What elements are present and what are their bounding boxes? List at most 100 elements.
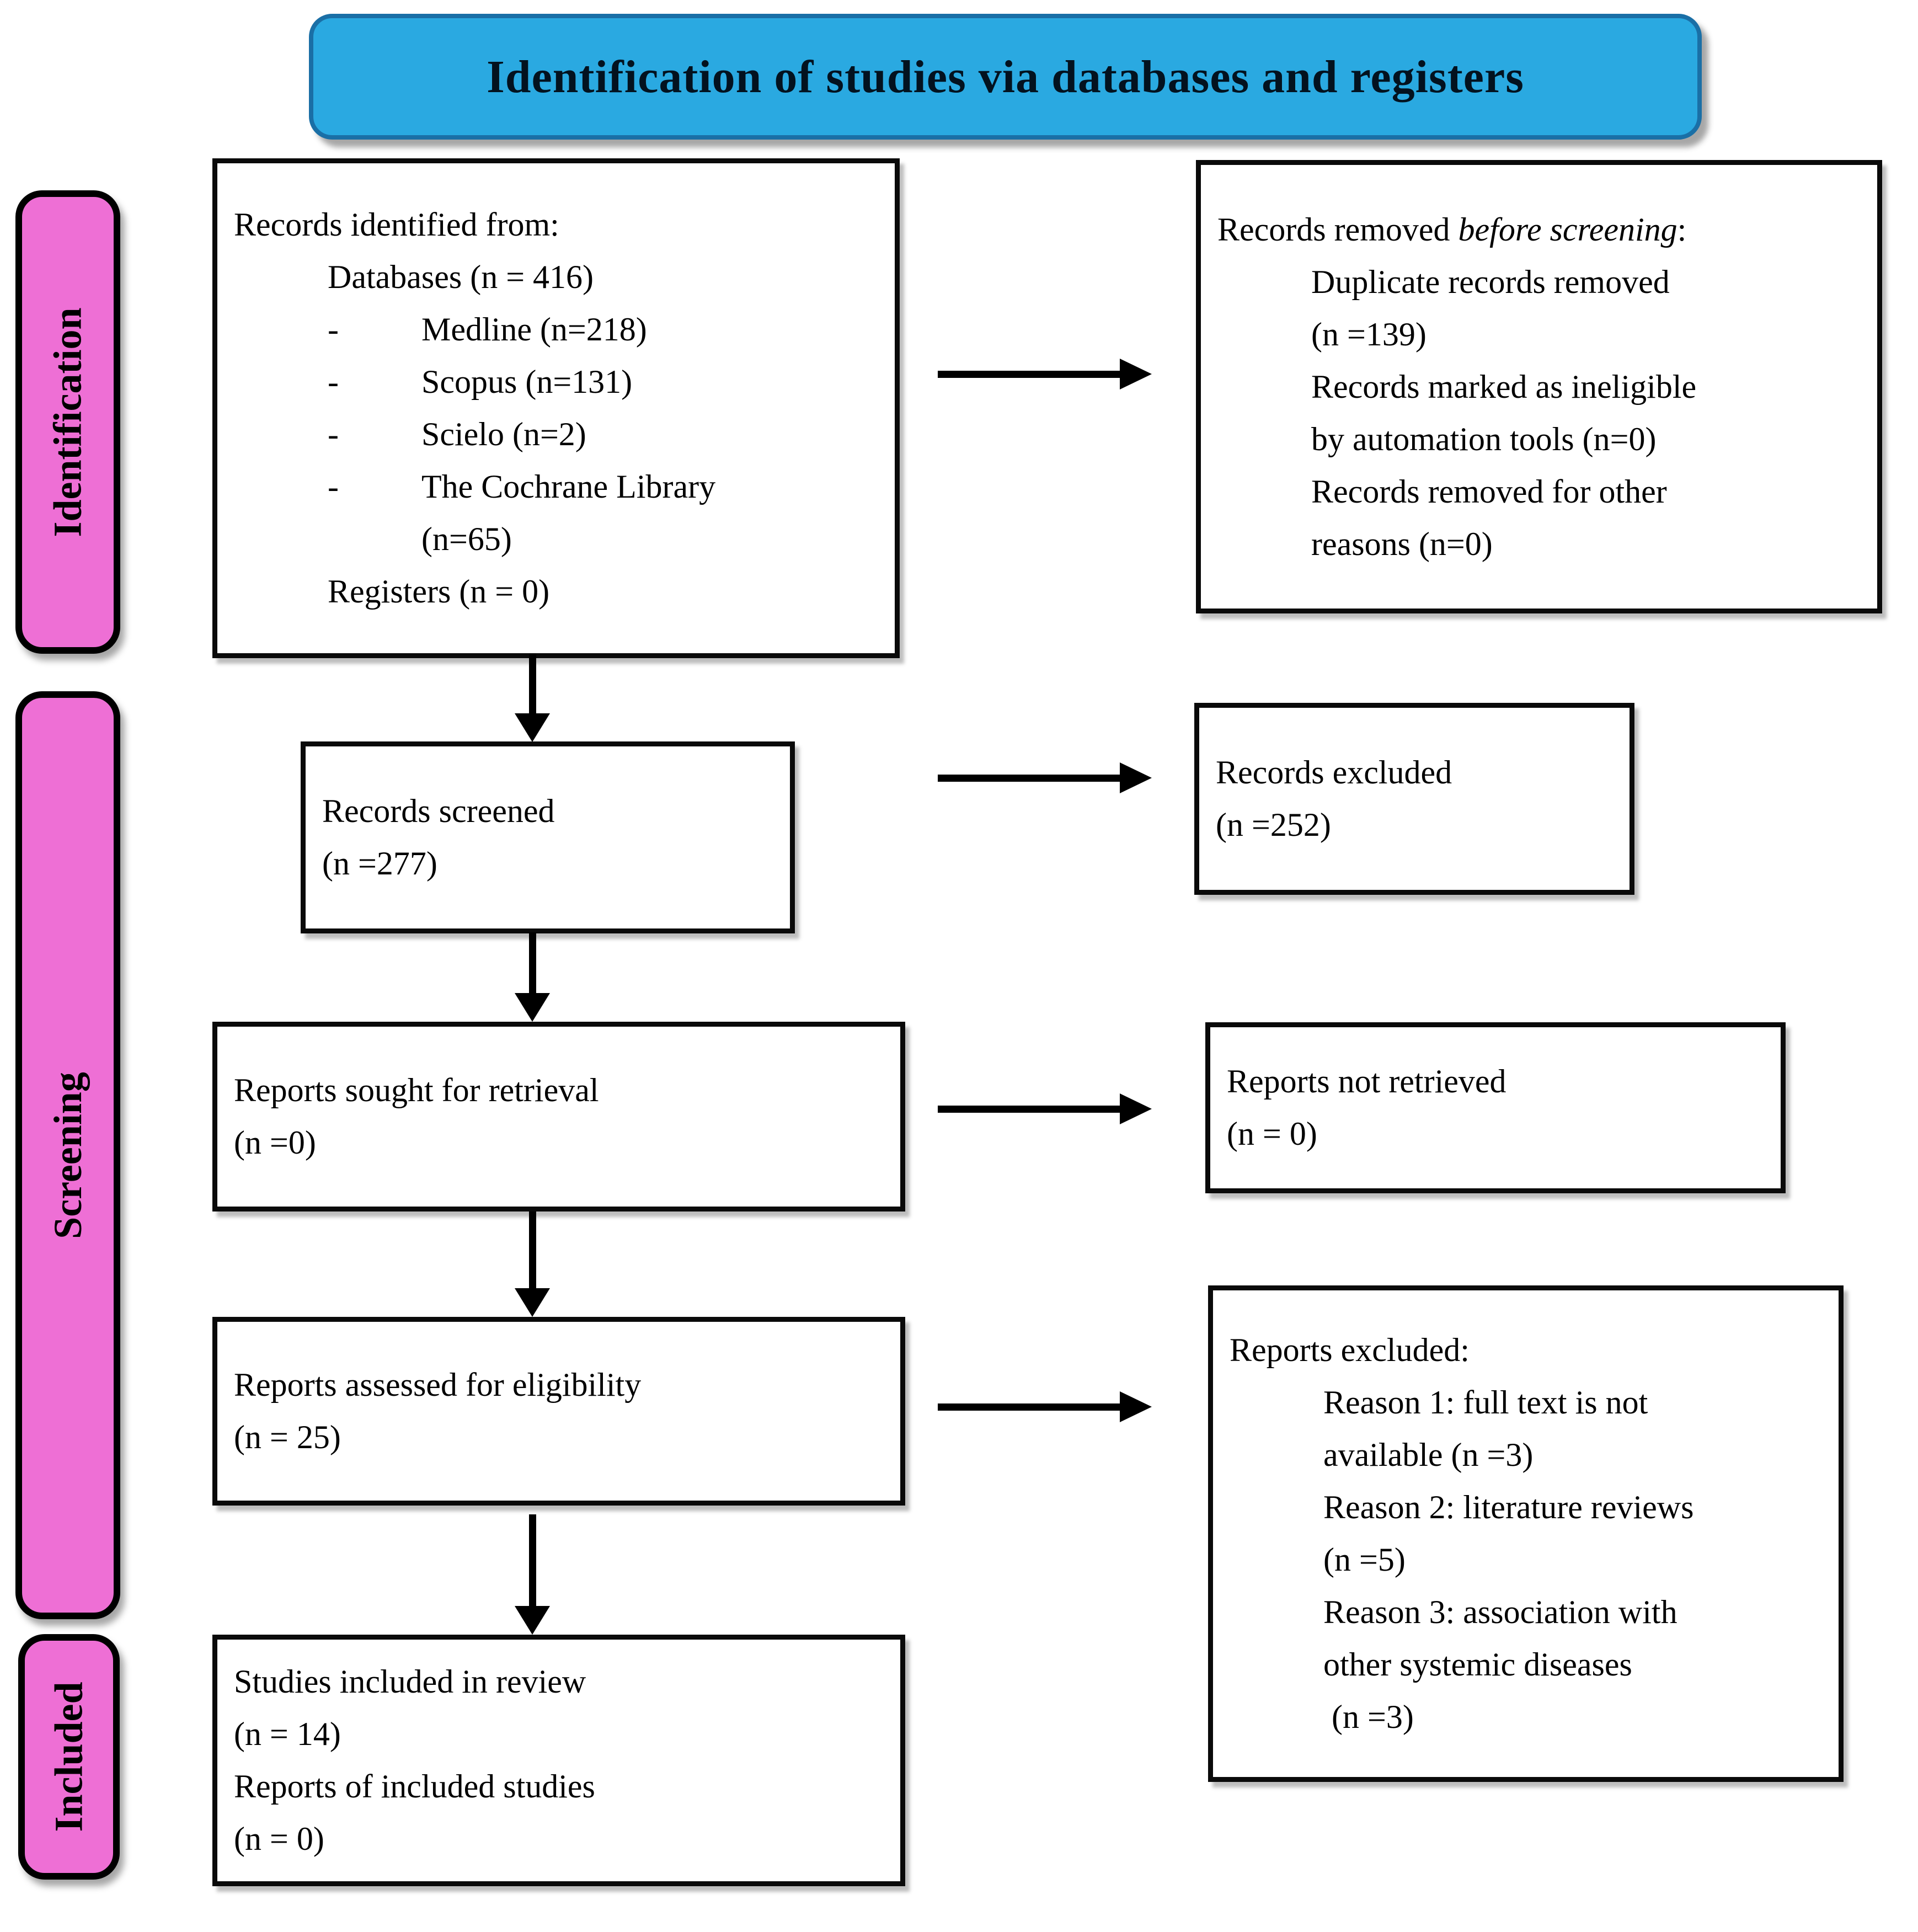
box-text-segment: Reports not retrieved bbox=[1227, 1063, 1506, 1100]
box-text-line: (n =5) bbox=[1230, 1534, 1822, 1586]
arrow-stem bbox=[938, 775, 1125, 782]
box-reports-assessed-for-eligibility: Reports assessed for eligibility (n = 25) bbox=[212, 1317, 905, 1506]
arrow-head-down-icon bbox=[515, 1288, 550, 1317]
stage-label-included: Included bbox=[18, 1634, 120, 1880]
box-text-line: (n =139) bbox=[1217, 308, 1861, 361]
box-text-line: Records excluded bbox=[1216, 746, 1613, 799]
box-text-line: Studies included in review bbox=[234, 1656, 884, 1708]
box-text-segment: before screening bbox=[1458, 211, 1677, 248]
box-text-segment: (n =3) bbox=[1323, 1699, 1414, 1735]
arrow-head-right-icon bbox=[1120, 1093, 1152, 1124]
arrow-assessed-to-included bbox=[515, 1514, 550, 1635]
box-text-segment: (n =0) bbox=[234, 1124, 316, 1161]
box-text-segment: Records marked as ineligible bbox=[1311, 368, 1697, 405]
box-text-segment: Records removed for other bbox=[1311, 473, 1667, 510]
box-text-segment: (n = 0) bbox=[234, 1821, 324, 1857]
box-text-segment: Scielo (n=2) bbox=[421, 416, 586, 452]
stage-label-screening: Screening bbox=[15, 691, 120, 1619]
box-text-segment: Medline (n=218) bbox=[421, 311, 647, 348]
box-text-segment: Studies included in review bbox=[234, 1663, 586, 1700]
arrow-identified-to-screened bbox=[515, 654, 550, 742]
box-text-line: - Medline (n=218) bbox=[234, 303, 878, 356]
stage-label-identification: Identification bbox=[15, 190, 120, 654]
box-text-line: (n =277) bbox=[322, 837, 773, 890]
box-text-line: Records removed for other bbox=[1217, 466, 1861, 518]
box-text-line: Reports sought for retrieval bbox=[234, 1064, 884, 1117]
arrow-head-right-icon bbox=[1120, 762, 1152, 793]
box-text-segment: The Cochrane Library bbox=[421, 468, 716, 505]
box-text-segment: (n =277) bbox=[322, 845, 437, 882]
arrow-head-down-icon bbox=[515, 713, 550, 742]
list-dash-bullet: - bbox=[328, 468, 339, 505]
box-text-segment: Reason 1: full text is not bbox=[1323, 1384, 1648, 1421]
arrow-head-down-icon bbox=[515, 993, 550, 1022]
box-text-line: Reports not retrieved bbox=[1227, 1055, 1764, 1108]
box-text-segment: Records identified from: bbox=[234, 206, 559, 243]
arrow-screened-to-sought bbox=[515, 932, 550, 1022]
stage-label-identification-text: Identification bbox=[45, 307, 90, 537]
box-text-line: Registers (n = 0) bbox=[234, 565, 878, 618]
box-text-line: Records screened bbox=[322, 785, 773, 837]
box-text-line: other systemic diseases bbox=[1230, 1639, 1822, 1691]
box-text-line: Reason 1: full text is not bbox=[1230, 1376, 1822, 1429]
box-text-line: Reports assessed for eligibility bbox=[234, 1359, 884, 1411]
arrow-stem bbox=[938, 371, 1125, 378]
arrow-stem bbox=[529, 1514, 536, 1613]
arrow-stem bbox=[529, 1211, 536, 1295]
arrow-sought-to-assessed bbox=[515, 1211, 550, 1317]
arrow-head-right-icon bbox=[1120, 1391, 1152, 1422]
list-dash-bullet: - bbox=[328, 364, 339, 400]
box-text-segment: : bbox=[1677, 211, 1687, 248]
box-text-line: (n = 25) bbox=[234, 1411, 884, 1464]
box-text-line: (n=65) bbox=[234, 513, 878, 565]
box-text-line: Records identified from: bbox=[234, 199, 878, 251]
box-text-segment: Databases (n = 416) bbox=[328, 259, 594, 295]
stage-label-included-text: Included bbox=[46, 1682, 91, 1832]
box-text-line: -Scopus (n=131) bbox=[234, 356, 878, 408]
box-text-segment: (n = 25) bbox=[234, 1419, 341, 1455]
list-dash-bullet: - bbox=[328, 311, 339, 348]
box-text-line: Reason 2: literature reviews bbox=[1230, 1481, 1822, 1534]
box-records-screened: Records screened (n =277) bbox=[301, 741, 795, 933]
box-text-segment: (n =5) bbox=[1323, 1541, 1406, 1578]
box-text-line: by automation tools (n=0) bbox=[1217, 413, 1861, 466]
box-records-excluded: Records excluded(n =252) bbox=[1194, 703, 1634, 895]
box-text-segment: available (n =3) bbox=[1323, 1437, 1534, 1473]
box-text-segment: Records screened bbox=[322, 793, 555, 829]
box-records-removed-before-screening: Records removed before screening:Duplica… bbox=[1196, 160, 1882, 613]
arrow-stem bbox=[938, 1106, 1125, 1113]
box-text-segment: Reports assessed for eligibility bbox=[234, 1367, 642, 1403]
box-text-segment: Reports of included studies bbox=[234, 1768, 595, 1805]
box-text-line: Records marked as ineligible bbox=[1217, 361, 1861, 413]
box-text-segment: (n = 0) bbox=[1227, 1116, 1317, 1152]
box-reports-excluded-reasons: Reports excluded: Reason 1: full text is … bbox=[1208, 1285, 1844, 1782]
box-text-line: (n = 14) bbox=[234, 1708, 884, 1760]
box-text-segment: Registers (n = 0) bbox=[328, 573, 550, 610]
box-text-line: available (n =3) bbox=[1230, 1429, 1822, 1481]
box-text-line: Duplicate records removed bbox=[1217, 256, 1861, 308]
box-reports-not-retrieved: Reports not retrieved (n = 0) bbox=[1205, 1022, 1786, 1193]
box-text-segment: Duplicate records removed bbox=[1311, 263, 1670, 300]
diagram-title-banner: Identification of studies via databases … bbox=[309, 14, 1702, 140]
box-text-line: Reason 3: association with bbox=[1230, 1586, 1822, 1639]
box-reports-sought-for-retrieval: Reports sought for retrieval (n =0) bbox=[212, 1022, 905, 1211]
arrow-head-down-icon bbox=[515, 1606, 550, 1635]
box-text-segment: Reports sought for retrieval bbox=[234, 1072, 599, 1108]
list-dash-bullet: - bbox=[328, 416, 339, 452]
diagram-title: Identification of studies via databases … bbox=[487, 51, 1524, 103]
arrow-head-right-icon bbox=[1120, 359, 1152, 389]
box-text-segment: Records excluded bbox=[1216, 754, 1452, 791]
box-text-line: reasons (n=0) bbox=[1217, 518, 1861, 570]
arrow-screened-to-excluded bbox=[938, 762, 1152, 793]
arrow-assessed-to-reports-excluded bbox=[938, 1391, 1152, 1422]
arrow-stem bbox=[529, 654, 536, 720]
box-text-segment: (n = 14) bbox=[234, 1716, 341, 1752]
box-text-segment: Reports excluded: bbox=[1230, 1332, 1470, 1368]
box-text-line: (n =0) bbox=[234, 1117, 884, 1169]
box-text-line: - Scielo (n=2) bbox=[234, 408, 878, 461]
box-text-line: Reports excluded: bbox=[1230, 1324, 1822, 1376]
arrow-stem bbox=[938, 1403, 1125, 1411]
box-text-segment: Reason 2: literature reviews bbox=[1323, 1489, 1694, 1525]
box-text-line: Databases (n = 416) bbox=[234, 251, 878, 303]
